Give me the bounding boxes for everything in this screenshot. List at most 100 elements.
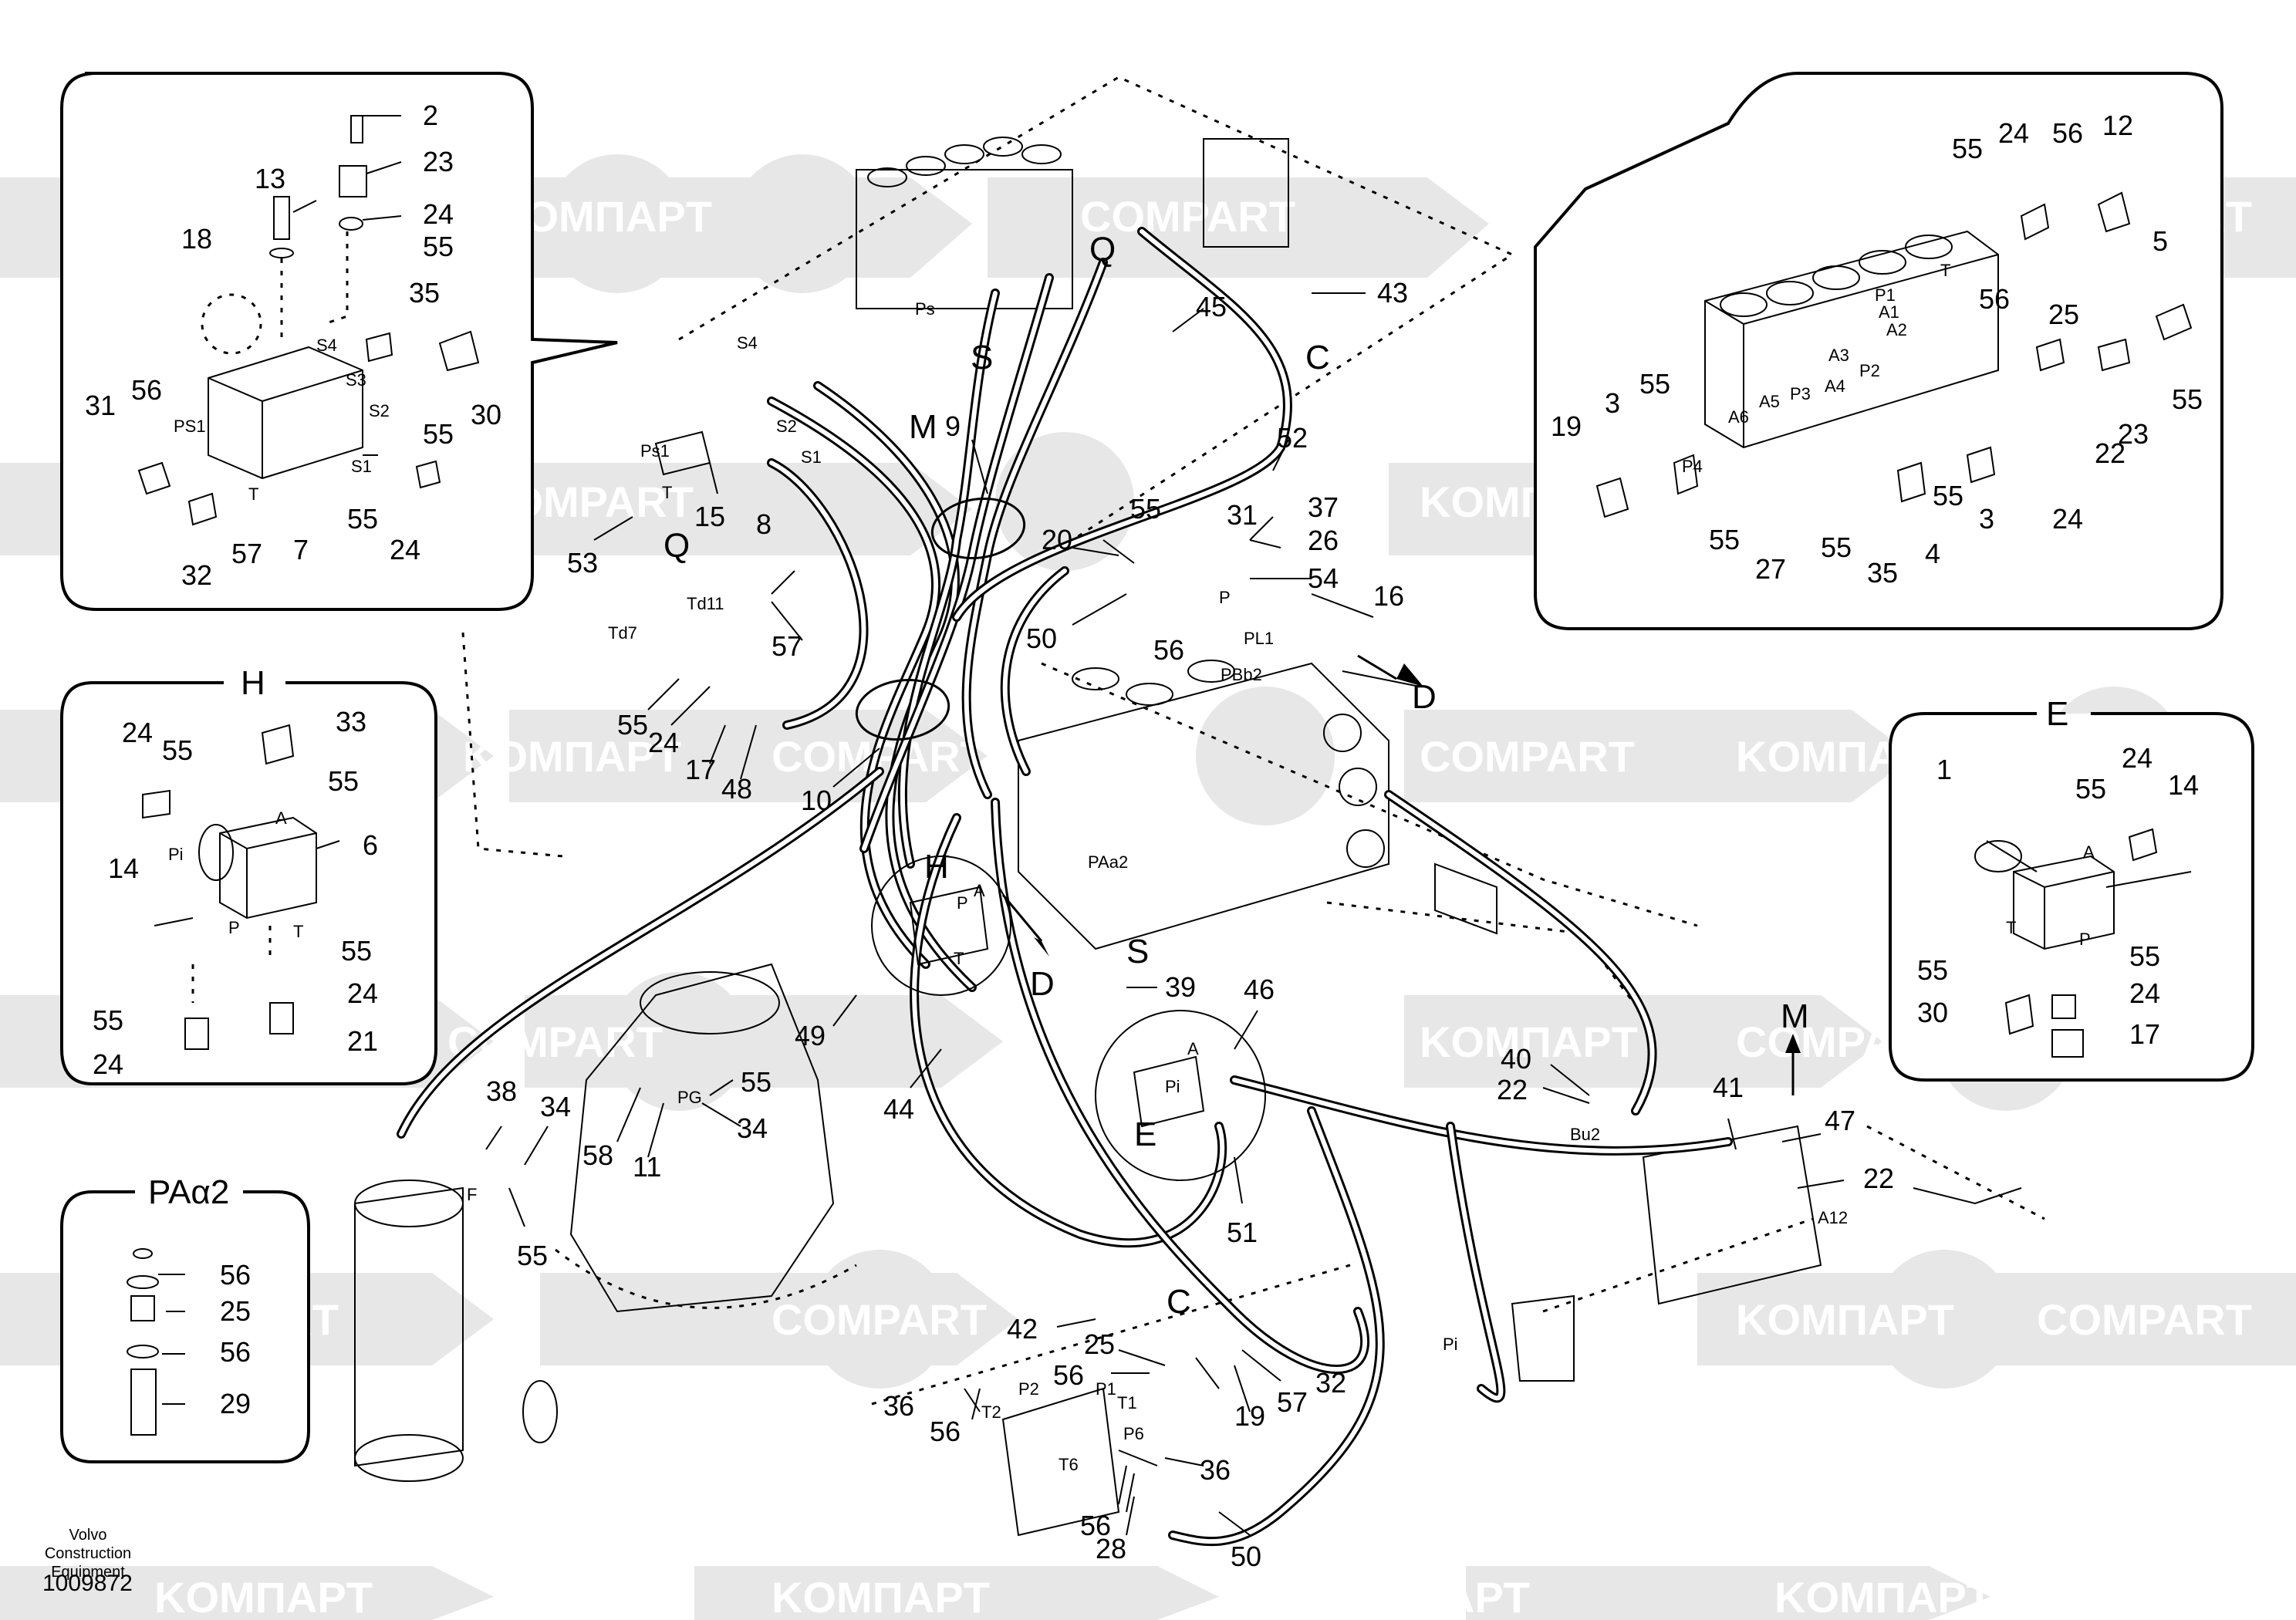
callout: 57	[1277, 1386, 1308, 1418]
callout: 11	[633, 1151, 661, 1183]
callout: 55	[2129, 940, 2160, 972]
inset-e: E 1 55 24 14 55 55 30 24 17 A T P	[1889, 695, 2254, 1082]
callout: 55	[2172, 383, 2203, 415]
callout: 37	[1308, 491, 1339, 523]
main-letters: Q M S C D Q H D S E M C	[663, 231, 1809, 1321]
port-label: A3	[1828, 346, 1849, 365]
callout: 53	[567, 547, 598, 579]
port-label: P6	[1123, 1424, 1144, 1443]
callout: 17	[685, 754, 716, 785]
callout: 24	[93, 1048, 123, 1080]
watermark-text: KOMПAPT	[772, 1573, 990, 1620]
callout: 25	[220, 1295, 251, 1327]
drawing-number: 1009872	[42, 1571, 133, 1596]
watermark-text: KOMПAPT	[1420, 1018, 1638, 1066]
port-label: P	[957, 893, 968, 913]
letter: H	[924, 848, 949, 886]
port-label: Ps1	[640, 441, 670, 461]
watermark-text: KOMПAPT	[1312, 1573, 1530, 1620]
callout: 27	[1755, 553, 1786, 585]
callout: 13	[255, 163, 285, 194]
inset-paa2: PAα2 56 25 56 29	[60, 1173, 310, 1463]
watermark-text: COMPART	[1080, 192, 1295, 241]
callout: 24	[2129, 977, 2160, 1009]
letter: M	[909, 408, 937, 446]
port-label: T	[662, 483, 672, 502]
callout: 55	[347, 503, 378, 535]
pilot-hoses	[397, 458, 1733, 1547]
port-label: P	[228, 918, 240, 937]
inset-h: H 24 55 33 55 6 14 55 24 55 24 21 A Pi P…	[60, 664, 437, 1085]
port-label: A	[974, 881, 985, 900]
callout: 28	[1096, 1533, 1126, 1564]
callout: 32	[1315, 1367, 1346, 1399]
callout: 56	[930, 1416, 961, 1447]
callout: 49	[795, 1020, 826, 1051]
watermark-text: KOMПAPT	[154, 1573, 373, 1620]
port-label: A1	[1879, 302, 1899, 322]
callout: 56	[2052, 117, 2083, 149]
callout: 35	[409, 277, 440, 309]
callout: 32	[181, 559, 212, 591]
main-control-valve	[1018, 660, 1497, 950]
callout: 24	[390, 534, 420, 565]
port-label: P2	[1018, 1379, 1039, 1399]
callout: 36	[1200, 1454, 1231, 1486]
callout: 52	[1277, 422, 1308, 454]
hose-clamp-9	[930, 497, 1026, 560]
callout: 56	[220, 1336, 251, 1368]
callout: 56	[131, 374, 162, 406]
callout: 16	[1373, 580, 1404, 612]
port-label: T	[954, 949, 964, 968]
callout: 5	[2152, 225, 2168, 257]
callout: 43	[1377, 277, 1408, 309]
port-label: S2	[776, 417, 797, 436]
callout: 55	[1917, 954, 1948, 986]
port-label: A5	[1759, 392, 1780, 411]
callout: 8	[756, 508, 772, 540]
callout: 17	[2129, 1018, 2160, 1050]
watermark-text: COMPART	[2037, 1295, 2252, 1344]
callout: 38	[486, 1075, 517, 1107]
callout: 56	[1080, 1510, 1111, 1541]
inset-solenoid-block: 55 24 56 12 5 56 25 19 3 55 55 23 22 55 …	[1534, 72, 2223, 630]
port-label: F	[467, 1185, 477, 1204]
callout: 24	[122, 717, 153, 748]
callout: 56	[1053, 1359, 1084, 1391]
callout: 35	[1867, 557, 1898, 589]
port-label: A	[275, 808, 287, 828]
port-label: T	[293, 922, 303, 941]
letter: D	[1412, 678, 1437, 716]
callout: 55	[1952, 133, 1983, 164]
port-label: P4	[1682, 457, 1703, 476]
callout: 25	[1084, 1328, 1115, 1360]
port-label: PAa2	[1088, 852, 1128, 872]
callout: 34	[737, 1112, 768, 1144]
inset-title: H	[241, 664, 265, 702]
callout: 47	[1825, 1105, 1855, 1136]
inset-valve-block: 13 2 23 24 18 55 35 30 31 56 55 57 7 55 …	[60, 72, 618, 611]
callout: 24	[648, 727, 679, 758]
port-label: A2	[1886, 320, 1907, 339]
callout: 46	[1244, 974, 1275, 1005]
callout: 39	[1165, 971, 1196, 1003]
upper-control-valve	[856, 137, 1289, 309]
callout: 48	[721, 773, 752, 805]
callout: 57	[231, 538, 262, 569]
port-label: Td11	[687, 594, 724, 613]
callout: 55	[741, 1066, 772, 1098]
port-label: P1	[1875, 285, 1896, 305]
callout: 20	[1042, 524, 1072, 555]
callout: 14	[108, 852, 139, 884]
callout: 44	[883, 1093, 914, 1125]
port-label: P	[1219, 588, 1231, 607]
watermark-text: COMPART	[1420, 732, 1635, 781]
port-label: S1	[801, 447, 822, 467]
port-label: Ps	[915, 299, 935, 319]
callout: 12	[2102, 110, 2133, 141]
callout: 2	[423, 100, 438, 131]
callout: 7	[293, 534, 309, 565]
callout: 55	[1639, 368, 1670, 400]
port-label: A	[1187, 1039, 1199, 1058]
